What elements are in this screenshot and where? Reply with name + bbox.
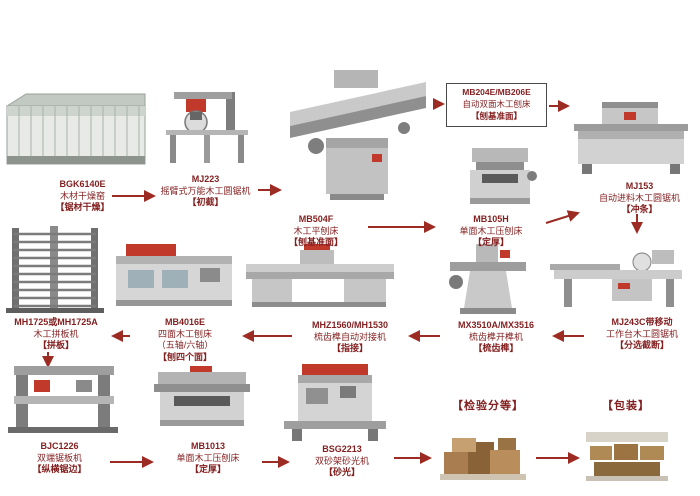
step-text: 【刨基准面】 <box>288 237 343 248</box>
step-text: 【锯材干燥】 <box>55 202 110 213</box>
model-text: MB4016E <box>164 317 206 327</box>
radial-arm-saw-photo <box>160 80 255 170</box>
label-mh1725: MH1725或MH1725A 木工拼板机 【拼板】 <box>4 317 108 352</box>
step-text: 【刨四个面】 <box>157 352 212 363</box>
label-inspection: 【检验分等】 <box>452 400 524 412</box>
model-text: BGK6140E <box>59 179 106 189</box>
model-text: MJ243C带移动 <box>611 317 673 327</box>
name-text: 摇臂式万能木工圆锯机 <box>160 185 251 196</box>
name-text: 单面木工压刨床 <box>176 452 240 463</box>
model-text: MH1725或MH1725A <box>14 317 98 327</box>
name-text: 木工拼板机 <box>33 328 79 339</box>
model-text: BSG2213 <box>322 444 362 454</box>
name-text: 木材干燥窑 <box>59 190 105 201</box>
packaging-warehouse-photo <box>584 426 670 484</box>
name-text: 双砂架砂光机 <box>314 455 369 466</box>
sliding-table-saw-photo <box>548 236 690 314</box>
label-mb4016e: MB4016E 四面木工刨床 （五轴/六轴） 【刨四个面】 <box>132 317 238 364</box>
model-text: MHZ1560/MH1530 <box>311 320 389 330</box>
label-mb504f: MB504F 木工平刨床 【刨基准面】 <box>266 214 366 249</box>
label-mhz1560: MHZ1560/MH1530 梳齿榫自动对接机 【指接】 <box>296 320 404 355</box>
inspection-furniture-photo <box>438 426 530 484</box>
label-mx3510a: MX3510A/MX3516 梳齿榫开榫机 【梳齿榫】 <box>444 320 548 355</box>
finger-jointer-photo <box>244 242 396 316</box>
label-mj243c: MJ243C带移动 工作台木工圆锯机 【分选截断】 <box>588 317 696 352</box>
name-text: 木工平刨床 <box>293 225 339 236</box>
label-packaging: 【包装】 <box>602 400 650 412</box>
model-text: MJ223 <box>191 174 220 184</box>
label-bgk6140e: BGK6140E 木材干燥窑 【锯材干燥】 <box>20 179 145 214</box>
step-text: 【定厚】 <box>472 237 509 248</box>
double-end-saw-photo <box>4 356 122 438</box>
wide-belt-sander-photo <box>280 358 390 443</box>
clamp-carrier-photo <box>4 224 106 314</box>
arrow-mb105h-mj153 <box>545 210 580 224</box>
single-planer-photo <box>146 360 258 438</box>
step-text: 【指接】 <box>331 343 368 354</box>
name-text: 单面木工压刨床 <box>459 225 523 236</box>
model-text: BJC1226 <box>40 441 79 451</box>
step-text: 【纵横锯边】 <box>32 464 87 475</box>
tenoner-photo <box>436 238 540 318</box>
infobox-mb204e: MB204E/MB206E 自动双面木工刨床 【刨基准面】 <box>446 83 547 127</box>
name-text: 工作台木工圆锯机 <box>605 328 678 339</box>
name-text: 自动双面木工刨床 <box>462 98 531 109</box>
model-text: MJ153 <box>625 181 654 191</box>
model-text: MB204E/MB206E <box>462 87 531 97</box>
step-text: 【刨基准面】 <box>470 110 522 121</box>
label-mb1013: MB1013 单面木工压刨床 【定厚】 <box>158 441 258 476</box>
name2-text: （五轴/六轴） <box>156 340 214 351</box>
step-text: 【砂光】 <box>323 467 360 478</box>
name-text: 梳齿榫自动对接机 <box>313 331 386 342</box>
label-mb105h: MB105H 单面木工压刨床 【定厚】 <box>440 214 542 249</box>
step-text: 【初截】 <box>187 197 224 208</box>
model-text: MX3510A/MX3516 <box>457 320 535 330</box>
label-mj223: MJ223 摇臂式万能木工圆锯机 【初截】 <box>148 174 263 209</box>
model-text: MB504F <box>298 214 334 224</box>
label-bjc1226: BJC1226 双端锯板机 【纵横锯边】 <box>12 441 107 476</box>
thicknesser-photo <box>458 136 542 212</box>
label-bsg2213: BSG2213 双砂架砂光机 【砂光】 <box>294 444 390 479</box>
model-text: MB105H <box>473 214 509 224</box>
step-text: 【定厚】 <box>189 464 226 475</box>
name-text: 四面木工刨床 <box>157 328 212 339</box>
four-side-moulder-photo <box>112 238 237 316</box>
name-text: 双端锯板机 <box>36 452 82 463</box>
step-text: 【拼板】 <box>37 340 74 351</box>
label-mj153: MJ153 自动进料木工圆锯机 【冲条】 <box>582 181 697 216</box>
model-text: MB1013 <box>190 441 226 451</box>
rip-saw-photo <box>572 86 692 178</box>
drying-kiln-photo <box>6 86 146 174</box>
step-text: 【梳齿榫】 <box>473 343 519 354</box>
name-text: 自动进料木工圆锯机 <box>598 192 680 203</box>
name-text: 梳齿榫开榫机 <box>468 331 523 342</box>
step-text: 【冲条】 <box>621 204 658 215</box>
step-text: 【分选截断】 <box>614 340 669 351</box>
surface-planer-photo <box>286 52 433 208</box>
